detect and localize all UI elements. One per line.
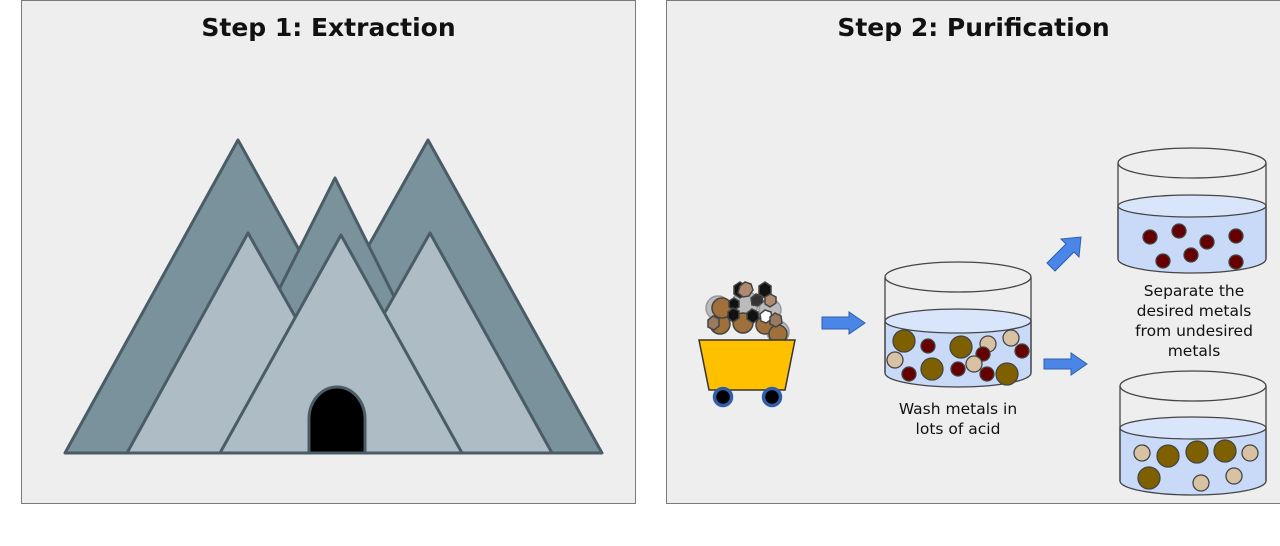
mine-entrance: [307, 385, 367, 455]
separate-caption-line-3: from undesired: [1135, 322, 1253, 340]
step1-title: Step 1: Extraction: [201, 13, 456, 42]
cart-wheel-right: [761, 386, 783, 408]
separate-caption: Separate the desired metals from undesir…: [1113, 281, 1275, 361]
ore-nugget: [707, 315, 720, 331]
extraction-panel: Step 1: Extraction: [21, 0, 636, 504]
wash-caption-line-2: lots of acid: [915, 420, 1001, 438]
separate-caption-line-4: metals: [1167, 342, 1221, 360]
wash-caption: Wash metals in lots of acid: [883, 399, 1033, 439]
cart-wheel-left: [712, 386, 734, 408]
arrow-beaker-to-upper-icon: [1046, 236, 1082, 272]
ore-cart: [698, 281, 796, 408]
purification-panel: Step 2: Purification: [666, 0, 1280, 504]
undesired-metals-beaker: [1119, 370, 1267, 496]
separate-caption-line-1: Separate the: [1143, 282, 1245, 300]
separate-caption-line-2: desired metals: [1136, 302, 1252, 320]
ore-nugget: [727, 307, 740, 323]
purification-illustration: [698, 147, 1267, 496]
ore-nugget: [746, 308, 760, 324]
ore-nugget: [737, 281, 754, 298]
mountain-mine-illustration: [63, 138, 604, 455]
desired-metals-beaker: [1117, 147, 1267, 274]
ore-nugget: [764, 293, 777, 308]
ore-nugget: [750, 293, 764, 307]
step2-title: Step 2: Purification: [837, 13, 1110, 42]
arrow-beaker-to-lower-icon: [1043, 352, 1088, 376]
ore-nugget: [769, 312, 783, 328]
wash-caption-line-1: Wash metals in: [898, 400, 1018, 418]
arrow-cart-to-beaker-icon: [821, 311, 866, 335]
cart-body: [698, 339, 796, 391]
acid-beaker: [884, 261, 1032, 388]
ore-nugget: [728, 297, 740, 311]
